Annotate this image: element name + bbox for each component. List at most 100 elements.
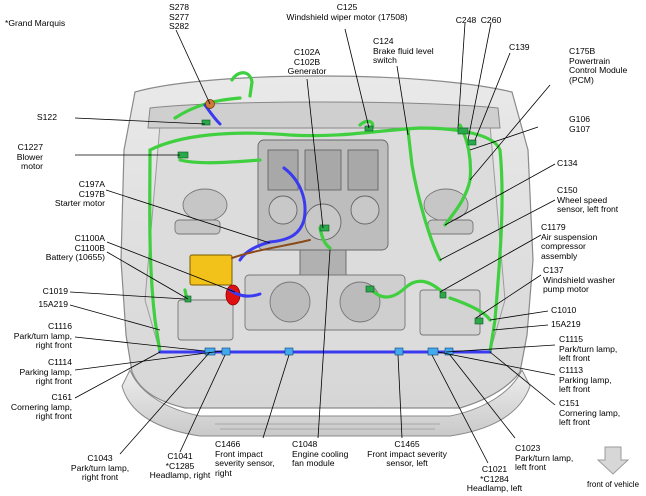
label-line: S277 xyxy=(169,11,190,22)
label-c1019: C1019 xyxy=(0,286,68,297)
label-line: C102B xyxy=(293,56,321,67)
label-line: Front impact xyxy=(215,448,263,459)
label-line: severity sensor, xyxy=(215,458,275,469)
label-line: Cornering lamp, xyxy=(10,401,72,412)
label-c139: C139 xyxy=(509,42,530,53)
label-line: fan module xyxy=(292,458,335,469)
label-line: left front xyxy=(515,462,547,473)
front-bumper xyxy=(121,368,531,437)
grille xyxy=(215,423,440,430)
label-line: right front xyxy=(81,472,119,483)
label-line: sensor, left front xyxy=(557,204,619,215)
label-line: switch xyxy=(373,55,397,66)
label-line: Brake fluid level xyxy=(373,45,434,56)
label-line: Blower xyxy=(16,151,43,162)
label-line: *C1285 xyxy=(165,460,195,471)
label-line: Headlamp, right xyxy=(149,470,211,481)
label-15a219-right: 15A219 xyxy=(551,319,581,330)
label-line: C1227 xyxy=(17,142,43,152)
label-line: C1465 xyxy=(394,439,420,449)
label-line: C1100B xyxy=(74,242,105,253)
label-c260: C260 xyxy=(476,15,506,26)
leader-lines xyxy=(69,22,556,464)
battery xyxy=(189,254,233,286)
label-line: Front impact severity xyxy=(367,448,447,459)
label-c248: C248 xyxy=(451,15,481,26)
label-line: C124 xyxy=(373,36,394,46)
cowl-panel xyxy=(147,101,501,129)
label-line: C102A xyxy=(293,47,321,57)
label-15a219-left: 15A219 xyxy=(0,299,68,310)
label-line: C1043 xyxy=(87,453,113,463)
label-line: Parking lamp, xyxy=(559,374,612,385)
label-line: right front xyxy=(35,411,72,422)
label-line: Engine cooling xyxy=(292,448,349,459)
label-line: Park/turn lamp, xyxy=(559,343,618,354)
label-line: right front xyxy=(35,340,72,351)
label-line: Cornering lamp, xyxy=(559,407,621,418)
label-line: S278 xyxy=(169,2,190,12)
label-line: C260 xyxy=(480,15,502,25)
label-line: Control Module xyxy=(569,65,628,76)
label-line: C1041 xyxy=(167,451,193,461)
label-line: right xyxy=(215,467,232,478)
label-line: C150 xyxy=(557,185,578,195)
grand-marquis-note: *Grand Marquis xyxy=(5,18,66,28)
label-line: C1010 xyxy=(551,305,577,315)
label-line: C175B xyxy=(569,46,596,56)
label-line: C1100A xyxy=(74,233,105,243)
label-line: Battery (10655) xyxy=(45,252,105,263)
label-line: Windshield washer xyxy=(543,274,616,285)
label-line: Generator xyxy=(287,66,327,77)
label-line: Headlamp, left xyxy=(466,483,523,494)
label-line: assembly xyxy=(541,250,578,261)
label-line: Windshield wiper motor (17508) xyxy=(286,11,408,22)
label-line: *C1284 xyxy=(480,473,509,484)
label-line: C139 xyxy=(509,42,530,52)
label-line: C137 xyxy=(543,265,564,275)
label-line: (PCM) xyxy=(569,74,594,85)
label-line: Wheel speed xyxy=(557,194,608,205)
label-line: C151 xyxy=(559,398,580,408)
label-line: C125 xyxy=(336,2,358,12)
label-line: C1113 xyxy=(559,365,584,375)
label-line: sensor, left xyxy=(386,458,428,469)
label-line: C248 xyxy=(455,15,477,25)
label-line: C1114 xyxy=(47,357,72,367)
label-c1010: C1010 xyxy=(551,305,577,316)
label-line: left front xyxy=(559,353,591,364)
label-line: C1023 xyxy=(515,443,541,453)
label-line: C1179 xyxy=(541,222,566,232)
label-line: S122 xyxy=(36,112,57,122)
label-line: C134 xyxy=(557,158,578,168)
label-line: G107 xyxy=(569,123,591,134)
label-line: right front xyxy=(35,376,72,387)
label-line: C161 xyxy=(51,392,72,402)
label-line: Parking lamp, xyxy=(19,366,72,377)
label-line: motor xyxy=(21,161,43,172)
